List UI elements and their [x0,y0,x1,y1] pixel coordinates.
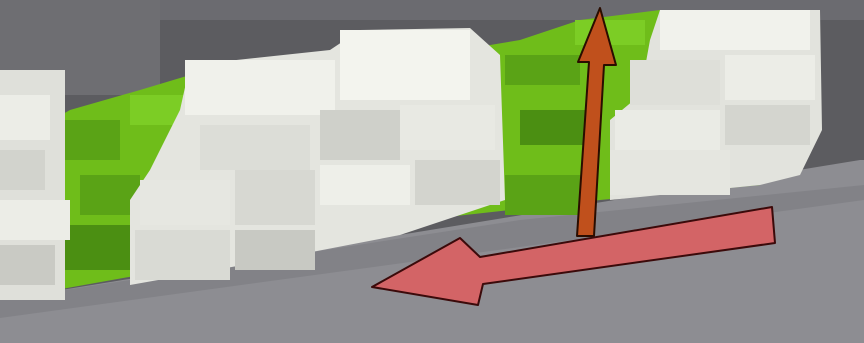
block-cluster-left [0,70,70,300]
